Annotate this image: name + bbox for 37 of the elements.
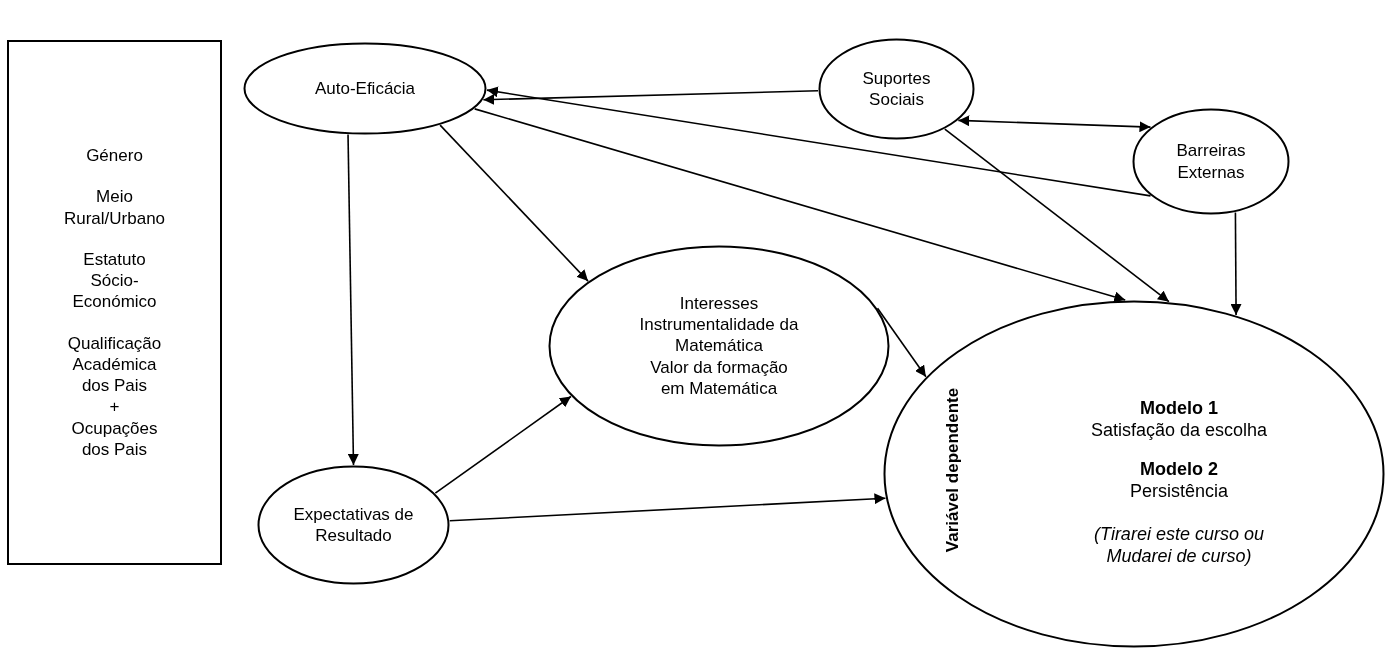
node-text: Valor da formação em Matemática: [649, 356, 789, 400]
node-text: Auto-Eficácia: [314, 77, 416, 100]
node-text: Modelo 1: [1140, 396, 1218, 419]
arrow: [448, 493, 887, 522]
node-text: Género: [86, 145, 143, 167]
arrow: [434, 395, 572, 494]
node-text: Qualificação Académica dos Pais: [66, 332, 163, 397]
node-text: Modelo 2: [1140, 457, 1218, 480]
node-text: Barreiras Externas: [1175, 140, 1247, 183]
arrow: [486, 86, 1152, 197]
arrow: [876, 307, 927, 378]
node-text: (Tirarei este curso ou Mudarei de curso): [1093, 522, 1265, 568]
arrow: [439, 124, 589, 282]
node-text: Interesses: [679, 292, 759, 315]
node-text: Persistência: [1129, 480, 1228, 503]
node-text: Expectativas de Resultado: [292, 503, 415, 547]
arrow: [347, 133, 359, 466]
node-text: +: [109, 396, 120, 418]
node-text: Suportes Sociais: [861, 67, 932, 111]
ellipse-node: [1132, 108, 1290, 215]
node-text: Meio Rural/Urbano: [62, 186, 167, 229]
arrow: [1230, 211, 1242, 316]
ellipse-node: [548, 245, 890, 447]
arrow: [944, 128, 1170, 303]
ellipse-node: [883, 300, 1385, 648]
variables-box: [7, 40, 222, 565]
axis-text: Variável dependente: [942, 387, 964, 553]
node-text: Estatuto Sócio-Económico: [71, 248, 158, 313]
node-text: Ocupações dos Pais: [70, 417, 159, 460]
node-text: Instrumentalidade da Matemática: [639, 314, 799, 357]
ellipse-node: [243, 42, 487, 135]
ellipse-node: [818, 38, 975, 140]
arrow: [957, 115, 1152, 133]
arrow: [482, 90, 819, 105]
node-text: Satisfação da escolha: [1090, 419, 1268, 442]
arrow: [473, 108, 1127, 303]
ellipse-node: [257, 465, 450, 585]
